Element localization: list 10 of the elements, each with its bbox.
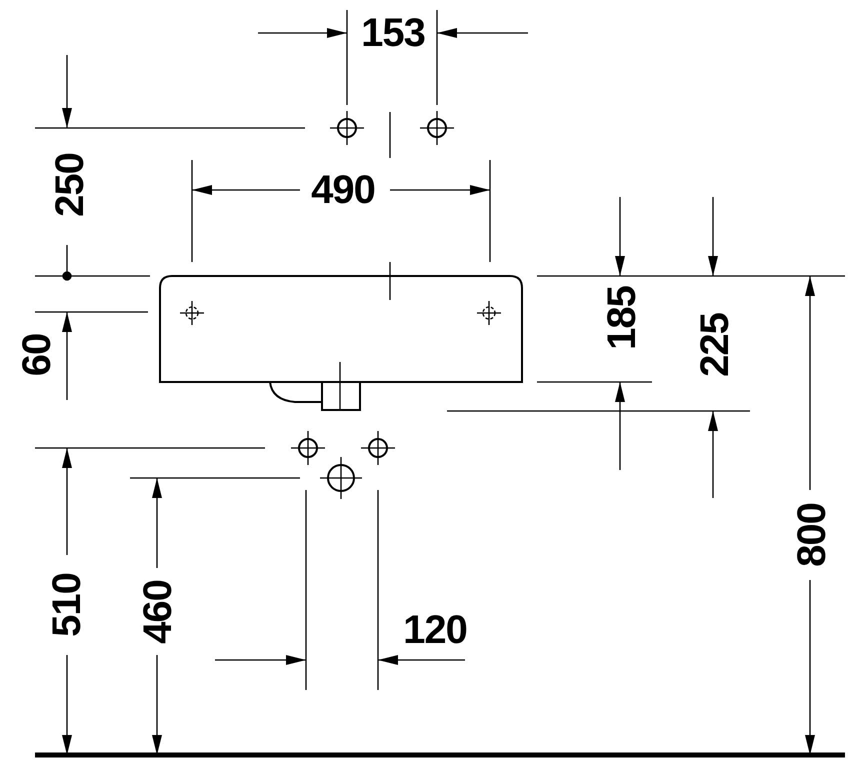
- dimension-label: 120: [403, 610, 467, 650]
- dimension-label: 800: [792, 503, 832, 567]
- dimension-label: 185: [602, 286, 642, 350]
- dimension-label: 490: [311, 170, 375, 210]
- dimension-label: 460: [138, 580, 178, 644]
- dimension-label: 510: [47, 573, 87, 637]
- dimension-label: 250: [50, 153, 90, 217]
- dimension-label: 225: [695, 313, 735, 377]
- dimension-label: 60: [17, 334, 57, 376]
- dimension-label: 153: [361, 13, 425, 53]
